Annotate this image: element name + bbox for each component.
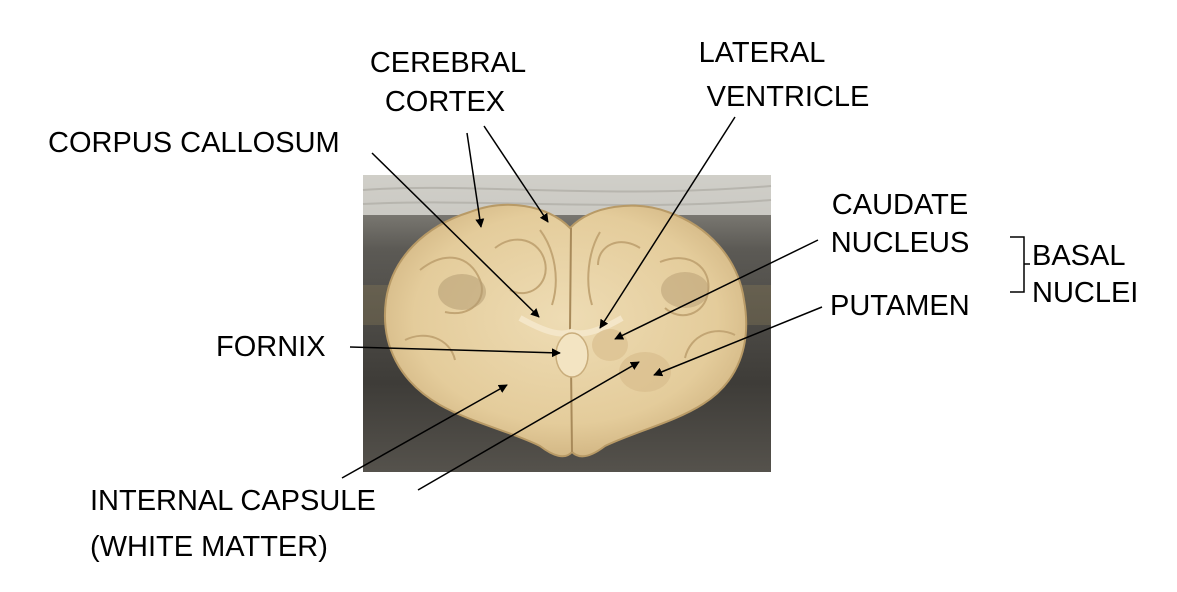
arrow-internal-capsule-2 xyxy=(417,361,640,491)
label-cerebral-cortex-line2: CORTEX xyxy=(385,86,505,118)
label-lateral-ventricle-line2: VENTRICLE xyxy=(707,81,870,113)
label-basal-nuclei-line1: BASAL xyxy=(1032,240,1126,272)
ventricle-shadow-right xyxy=(661,272,709,308)
pointer-arrows xyxy=(341,116,823,491)
label-basal-nuclei-line2: NUCLEI xyxy=(1032,277,1138,309)
medial-fissure xyxy=(569,227,573,453)
arrow-fornix xyxy=(349,346,561,358)
label-internal-capsule-line2: (WHITE MATTER) xyxy=(90,531,328,563)
label-caudate-nucleus-line2: NUCLEUS xyxy=(831,227,970,259)
fornix-region xyxy=(555,332,589,378)
arrow-cerebral-cortex-1 xyxy=(466,132,485,228)
arrow-internal-capsule-1 xyxy=(341,384,508,479)
label-putamen: PUTAMEN xyxy=(830,290,970,322)
arrow-cerebral-cortex-2 xyxy=(483,125,549,223)
arrow-corpus-callosum xyxy=(371,152,540,318)
label-caudate-nucleus-line1: CAUDATE xyxy=(832,189,968,221)
ventricle-shadow-left xyxy=(438,274,486,310)
basal-nuclei-bracket xyxy=(1010,236,1030,293)
caudate-region xyxy=(592,329,628,361)
arrow-lateral-ventricle xyxy=(599,116,736,329)
label-internal-capsule-line1: INTERNAL CAPSULE xyxy=(90,485,376,517)
label-corpus-callosum: CORPUS CALLOSUM xyxy=(48,127,340,159)
arrow-putamen xyxy=(653,306,823,377)
arrow-caudate-nucleus xyxy=(614,239,819,340)
label-cerebral-cortex-line1: CEREBRAL xyxy=(370,47,526,79)
paper-strip xyxy=(363,175,771,215)
brain-photo xyxy=(362,175,772,472)
label-lateral-ventricle-line1: LATERAL xyxy=(699,37,826,69)
label-fornix: FORNIX xyxy=(216,331,326,363)
